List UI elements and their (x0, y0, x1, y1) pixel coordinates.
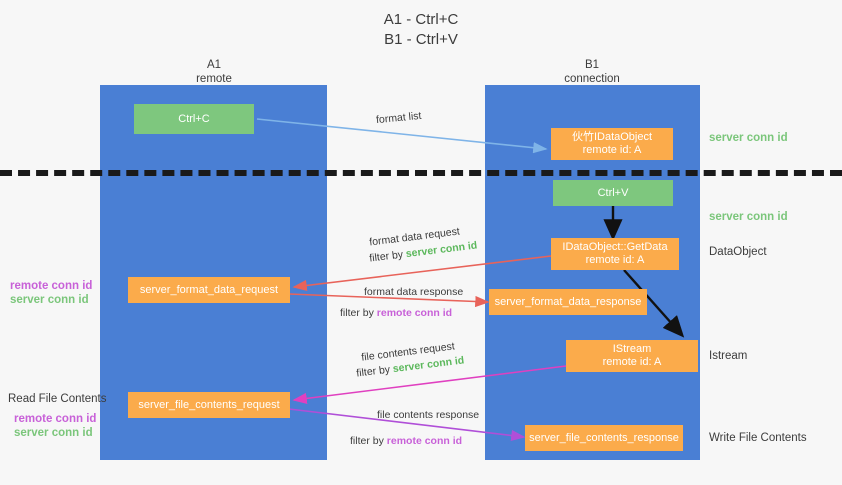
box-idataobject-getdata-line-1: IDataObject::GetData (562, 241, 668, 253)
box-idataobject-line-2: remote id: A (582, 144, 642, 156)
note-remote-conn-id-lower: remote conn id (14, 413, 97, 425)
box-idataobject-line-1: 伙竹IDataObject (571, 131, 653, 143)
box-server-file-contents-request-label: server_file_contents_request (138, 398, 280, 411)
box-istream-line-2: remote id: A (602, 356, 662, 368)
caption-file-contents-request-filter-prefix: filter by (355, 363, 394, 380)
phase-divider (0, 170, 842, 176)
title-line-1: A1 - Ctrl+C (383, 11, 459, 28)
box-ctrl-v[interactable]: Ctrl+V (553, 180, 673, 206)
note-istream: Istream (709, 350, 748, 362)
page-title: A1 - Ctrl+C B1 - Ctrl+V (0, 10, 842, 50)
box-idataobject-getdata[interactable]: IDataObject::GetData remote id: A (551, 238, 679, 270)
box-idataobject-getdata-line-2: remote id: A (585, 254, 645, 266)
caption-file-contents-response-filter-prefix: filter by (350, 435, 387, 447)
column-header-a1-sub: remote (196, 73, 232, 85)
caption-format-data-response: format data response (364, 286, 464, 298)
column-header-a1: A1 remote (134, 58, 294, 86)
box-server-file-contents-request[interactable]: server_file_contents_request (128, 392, 290, 418)
caption-format-data-response-filter: filter by remote conn id (340, 306, 452, 320)
note-write-file-contents: Write File Contents (709, 432, 807, 444)
box-server-format-data-response[interactable]: server_format_data_response (489, 289, 647, 315)
box-ctrl-c-label: Ctrl+C (178, 112, 210, 125)
column-header-b1: B1 connection (512, 58, 672, 86)
note-remote-conn-id-upper: remote conn id (10, 280, 93, 292)
title-line-2: B1 - Ctrl+V (384, 31, 458, 48)
box-idataobject[interactable]: 伙竹IDataObject remote id: A (551, 128, 673, 160)
column-header-b1-sub: connection (564, 73, 620, 85)
note-server-conn-id-upper: server conn id (10, 294, 89, 306)
box-ctrl-v-label: Ctrl+V (597, 186, 629, 199)
box-server-format-data-response-label: server_format_data_response (494, 295, 642, 308)
box-ctrl-c[interactable]: Ctrl+C (134, 104, 254, 134)
caption-file-contents-response: file contents response (377, 409, 480, 421)
box-istream-line-1: IStream (612, 343, 652, 355)
caption-file-contents-response-filter-value: remote conn id (386, 435, 463, 447)
note-dataobject: DataObject (709, 246, 767, 258)
column-header-a1-name: A1 (206, 59, 222, 71)
note-server-conn-id-top: server conn id (709, 132, 788, 144)
note-server-conn-id-second: server conn id (709, 211, 788, 223)
note-read-file-contents: Read File Contents (8, 393, 107, 405)
box-istream[interactable]: IStream remote id: A (566, 340, 698, 372)
caption-format-list: format list (375, 109, 422, 127)
box-server-file-contents-response[interactable]: server_file_contents_response (525, 425, 683, 451)
caption-format-data-request-filter-prefix: filter by (368, 248, 407, 265)
caption-format-data-response-filter-value: remote conn id (376, 307, 453, 319)
box-server-format-data-request[interactable]: server_format_data_request (128, 277, 290, 303)
caption-file-contents-response-filter: filter by remote conn id (350, 434, 462, 448)
box-server-file-contents-response-label: server_file_contents_response (529, 431, 679, 444)
box-server-format-data-request-label: server_format_data_request (139, 283, 279, 296)
column-header-b1-name: B1 (584, 59, 600, 71)
note-server-conn-id-lower: server conn id (14, 427, 93, 439)
caption-format-data-response-filter-prefix: filter by (340, 307, 377, 319)
